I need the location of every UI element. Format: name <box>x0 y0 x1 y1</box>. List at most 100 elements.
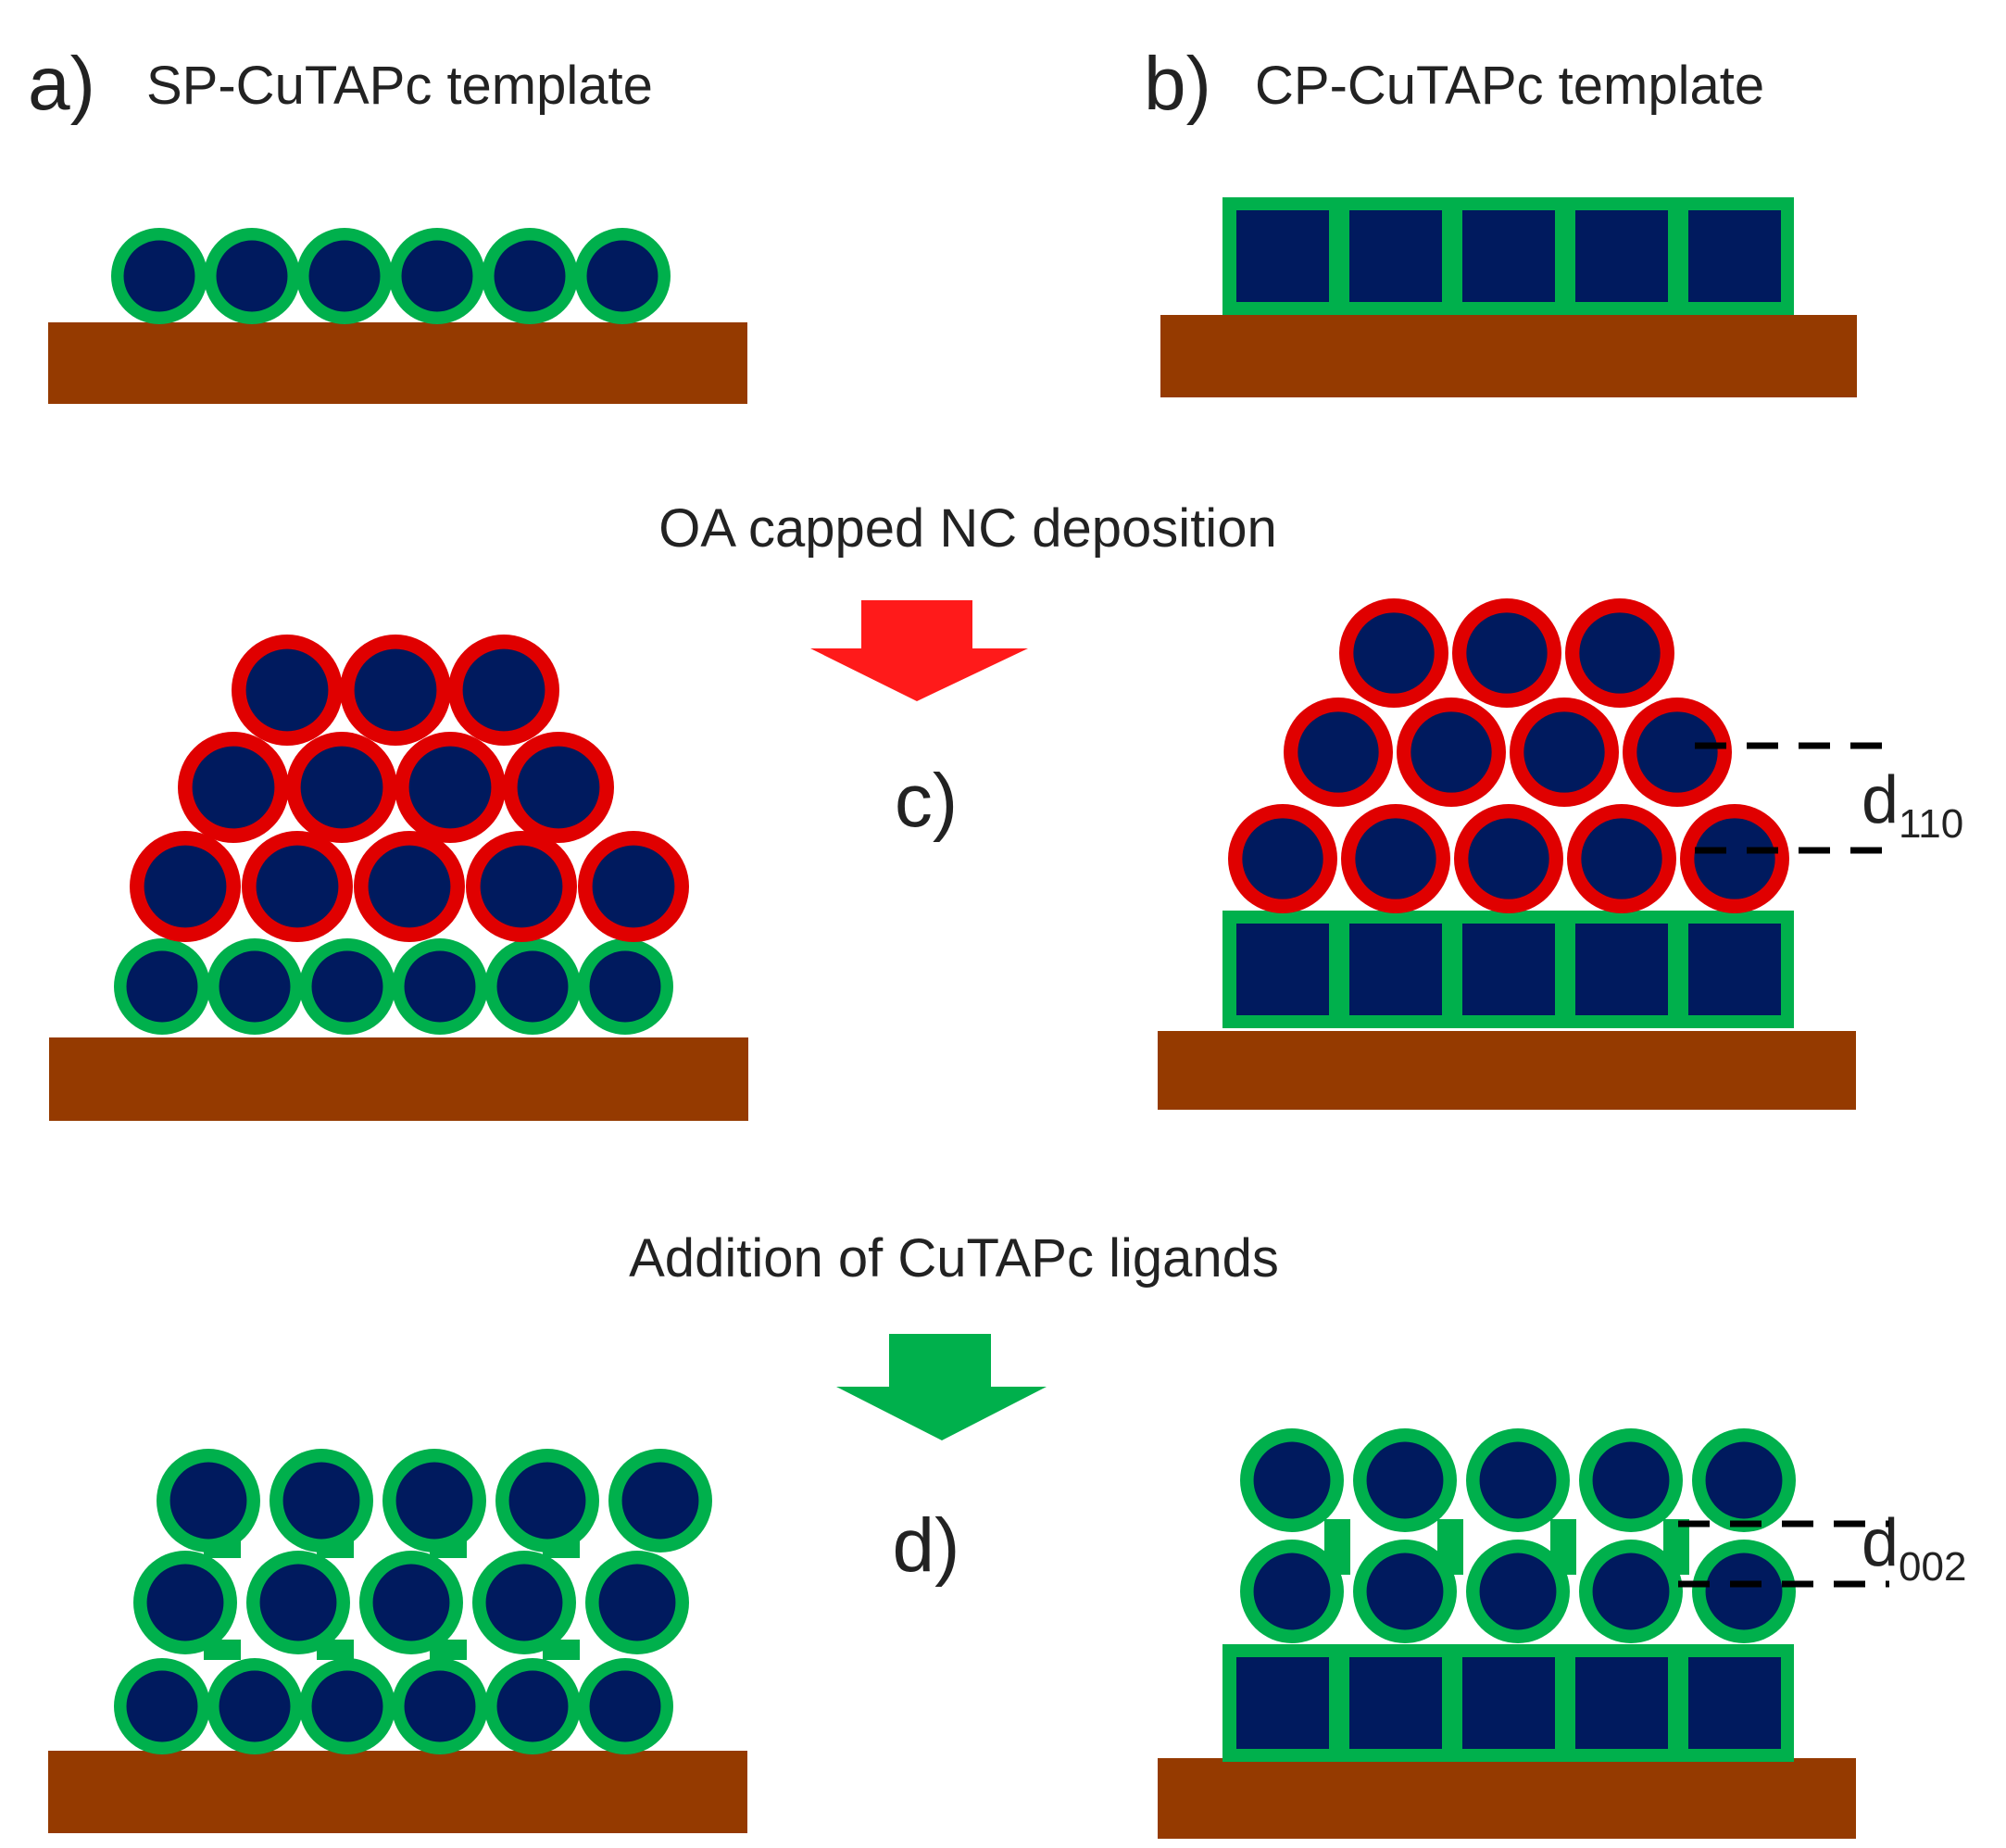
oa-capped-nanocrystal-core <box>1242 818 1323 899</box>
oa-capped-nanocrystal <box>1228 804 1337 913</box>
cutapc-capped-nanocrystal-core <box>219 950 291 1023</box>
square-nanocrystal <box>1575 210 1668 302</box>
cutapc-capped-nanocrystal-core <box>1253 1441 1331 1519</box>
cutapc-capped-nanocrystal-core <box>1253 1553 1331 1630</box>
oa-capped-nanocrystal <box>1284 698 1393 807</box>
cutapc-capped-nanocrystal-core <box>621 1462 699 1540</box>
square-nanocrystal <box>1462 1657 1555 1749</box>
square-nanocrystal <box>1688 210 1781 302</box>
cutapc-capped-nanocrystal <box>382 1449 486 1553</box>
cutapc-capped-nanocrystal-core <box>1366 1553 1444 1630</box>
oa-capped-nanocrystal-core <box>245 648 329 732</box>
oa-capped-nanocrystal-core <box>300 746 383 829</box>
oa-capped-nanocrystal <box>1454 804 1563 913</box>
oa-capped-nanocrystal-core <box>192 746 275 829</box>
cutapc-capped-nanocrystal <box>157 1449 260 1553</box>
substrate-a <box>48 322 747 404</box>
cutapc-capped-nanocrystal-core <box>311 950 383 1023</box>
square-nanocrystal <box>1236 210 1329 302</box>
substrate-d-right <box>1158 1758 1856 1839</box>
cutapc-capped-nanocrystal <box>270 1449 373 1553</box>
square-nanocrystal <box>1236 924 1329 1015</box>
oa-capped-nanocrystal-core <box>1579 612 1661 694</box>
cutapc-capped-nanocrystal <box>482 228 578 324</box>
ligand-step-label: Addition of CuTAPc ligands <box>629 1228 1279 1289</box>
cutapc-capped-nanocrystal-core <box>401 240 473 312</box>
cutapc-capped-nanocrystal <box>114 938 210 1035</box>
square-nanocrystal <box>1575 1657 1668 1749</box>
cutapc-capped-nanocrystal-core <box>311 1670 383 1742</box>
cp-cutapc-template-b <box>1222 197 1794 315</box>
square-nanocrystal <box>1349 1657 1442 1749</box>
substrate-c-right <box>1158 1031 1856 1110</box>
oa-capped-nanocrystal-core <box>462 648 545 732</box>
oa-capped-nanocrystal <box>448 635 559 746</box>
cp-cutapc-template-c <box>1222 911 1794 1028</box>
oa-capped-nanocrystal <box>1567 804 1676 913</box>
cutapc-capped-nanocrystal <box>1466 1540 1570 1643</box>
square-nanocrystal <box>1688 1657 1781 1749</box>
oa-capped-nanocrystal <box>1339 598 1448 708</box>
square-nanocrystal <box>1575 924 1668 1015</box>
substrate-d-left <box>48 1751 747 1833</box>
cutapc-capped-nanocrystal-core <box>1592 1553 1670 1630</box>
square-nanocrystal <box>1349 924 1442 1015</box>
cutapc-capped-nanocrystal-core <box>494 240 566 312</box>
oa-capped-nanocrystal-core <box>480 845 563 928</box>
oa-capped-nanocrystal-core <box>1636 711 1718 793</box>
cutapc-capped-nanocrystal-core <box>219 1670 291 1742</box>
oa-capped-nanocrystal-core <box>368 845 451 928</box>
cutapc-capped-nanocrystal-core <box>126 950 198 1023</box>
cutapc-capped-nanocrystal-core <box>496 950 569 1023</box>
deposition-step-label: OA capped NC deposition <box>658 498 1276 559</box>
square-nanocrystal <box>1462 210 1555 302</box>
oa-capped-nanocrystal <box>286 732 397 843</box>
cutapc-capped-nanocrystal <box>1692 1428 1796 1532</box>
cutapc-capped-nanocrystal-core <box>404 950 476 1023</box>
oa-capped-nanocrystal <box>1397 698 1506 807</box>
cutapc-capped-nanocrystal <box>299 938 395 1035</box>
oa-capped-nanocrystal <box>1623 698 1732 807</box>
cutapc-capped-nanocrystal-core <box>589 1670 661 1742</box>
cutapc-capped-nanocrystal <box>207 1658 303 1754</box>
cutapc-capped-nanocrystal-core <box>586 240 658 312</box>
cutapc-capped-nanocrystal <box>484 1658 581 1754</box>
cutapc-capped-nanocrystal-core <box>395 1462 473 1540</box>
oa-capped-nanocrystal-core <box>1466 612 1548 694</box>
oa-capped-nanocrystal-core <box>1581 818 1662 899</box>
oa-capped-nanocrystal-core <box>1353 612 1435 694</box>
cutapc-capped-nanocrystal-core <box>1592 1441 1670 1519</box>
oa-capped-nanocrystal <box>578 831 689 942</box>
cutapc-capped-nanocrystal <box>389 228 485 324</box>
cutapc-capped-nanocrystal <box>472 1551 576 1654</box>
cutapc-capped-nanocrystal <box>296 228 393 324</box>
cutapc-capped-nanocrystal <box>133 1551 237 1654</box>
oa-capped-nanocrystal <box>395 732 506 843</box>
cutapc-capped-nanocrystal-core <box>589 950 661 1023</box>
oa-capped-nanocrystal-core <box>408 746 492 829</box>
cutapc-capped-nanocrystal <box>1692 1540 1796 1643</box>
oa-capped-nanocrystal <box>466 831 577 942</box>
oa-capped-nanocrystal-core <box>1468 818 1549 899</box>
cp-cutapc-template-d <box>1222 1644 1794 1762</box>
oa-capped-nanocrystal <box>242 831 353 942</box>
cutapc-capped-nanocrystal <box>1353 1540 1457 1643</box>
cutapc-capped-nanocrystal <box>392 938 488 1035</box>
cutapc-capped-nanocrystal-core <box>126 1670 198 1742</box>
oa-capped-nanocrystal <box>130 831 241 942</box>
oa-capped-nanocrystal-core <box>1298 711 1379 793</box>
cutapc-capped-nanocrystal-core <box>282 1462 360 1540</box>
cutapc-capped-nanocrystal <box>1240 1540 1344 1643</box>
oa-capped-nanocrystal-core <box>1523 711 1605 793</box>
cutapc-capped-nanocrystal <box>495 1449 599 1553</box>
cutapc-capped-nanocrystal-core <box>259 1564 337 1641</box>
spacing-label-d002: d002 <box>1862 1506 1966 1590</box>
oa-capped-nanocrystal-core <box>517 746 600 829</box>
cutapc-capped-nanocrystal <box>577 1658 673 1754</box>
cutapc-capped-nanocrystal <box>1240 1428 1344 1532</box>
oa-capped-nanocrystal <box>1565 598 1674 708</box>
oa-capped-nanocrystal <box>1452 598 1561 708</box>
cutapc-capped-nanocrystal <box>299 1658 395 1754</box>
panel-a-title: SP-CuTAPc template <box>146 56 653 116</box>
